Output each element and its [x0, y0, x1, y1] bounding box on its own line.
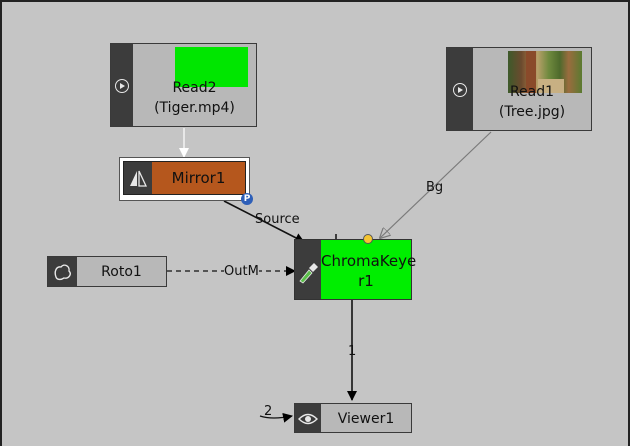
roto-shape-icon [54, 264, 71, 281]
read2-thumbnail [175, 47, 248, 87]
edge-label-2: 2 [264, 404, 273, 419]
node-read2-name: Read2 [172, 80, 217, 96]
node-viewer1-name: Viewer1 [337, 411, 395, 427]
edge-viewer-input-2[interactable] [259, 412, 293, 423]
mask-input-connector[interactable] [363, 234, 373, 244]
node-read1-file: (Tree.jpg) [498, 104, 566, 120]
mirror-icon [130, 170, 148, 187]
tree-trunk [526, 51, 536, 93]
eye-icon [298, 413, 318, 425]
edge-label-source: Source [255, 212, 300, 227]
node-mirror1-name: Mirror1 [171, 169, 226, 187]
node-roto1-iconbar [48, 257, 77, 286]
node-read1-name: Read1 [509, 84, 555, 100]
node-roto1-name: Roto1 [101, 264, 142, 280]
node-read1[interactable]: Read1 (Tree.jpg) [446, 47, 592, 131]
node-mirror1-iconbar [124, 162, 152, 194]
node-chromakeyer1-name-line1: ChromaKeye [321, 252, 417, 270]
eyedropper-icon [299, 263, 318, 284]
node-read2[interactable]: Read2 (Tiger.mp4) [110, 43, 257, 127]
node-mirror1-badge: P [241, 193, 253, 205]
node-read2-file: (Tiger.mp4) [154, 100, 235, 116]
read1-thumbnail [508, 51, 582, 93]
edge-read1-chromakeyer-bg[interactable] [380, 131, 492, 238]
node-viewer1[interactable]: Viewer1 [294, 403, 412, 433]
edge-label-bg: Bg [426, 180, 444, 195]
node-chromakeyer1-name-line2: r1 [358, 272, 374, 290]
edge-label-1: 1 [348, 344, 357, 359]
play-icon [453, 83, 467, 97]
node-roto1[interactable]: Roto1 [47, 256, 167, 287]
edge-mirror1-chromakeyer-source[interactable] [223, 200, 305, 243]
edge-label-outm: OutM [224, 264, 259, 279]
path [538, 79, 564, 93]
play-icon [115, 79, 129, 93]
node-mirror1[interactable]: Mirror1 P [119, 157, 253, 205]
node-chromakeyer1-iconbar [295, 240, 321, 299]
node-chromakeyer1[interactable]: ChromaKeye r1 [294, 234, 417, 300]
node-mirror1-inner: Mirror1 [123, 161, 246, 195]
